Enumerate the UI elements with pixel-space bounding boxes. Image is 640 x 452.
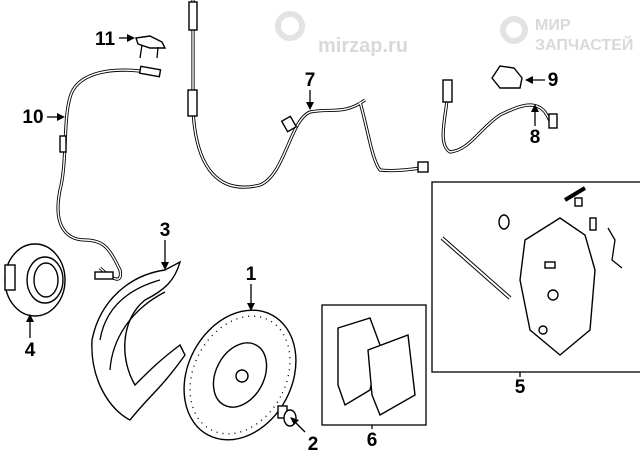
callout-5: 5 (515, 372, 526, 398)
part-4-wheel-hub (4, 243, 66, 317)
callout-8: 8 (530, 104, 541, 148)
part-7-sensor-wire (187, 0, 429, 189)
callout-11: 11 (95, 29, 135, 50)
part-8-sensor-wire (441, 79, 558, 154)
watermark: mirzap.ru МИР ЗАПЧАСТЕЙ (275, 11, 633, 57)
callout-7: 7 (305, 70, 316, 110)
watermark-pin-icon (500, 16, 528, 44)
watermark-brand-line1: МИР (535, 17, 571, 34)
watermark-site: mirzap.ru (318, 35, 408, 57)
callout-1: 1 (246, 264, 257, 311)
part-11-clip (135, 35, 167, 59)
svg-text:3: 3 (160, 220, 171, 241)
callout-2: 2 (290, 417, 318, 452)
callout-4: 4 (25, 314, 36, 361)
part-10-sensor-wire (56, 65, 162, 281)
svg-text:2: 2 (308, 434, 319, 452)
callout-10: 10 (22, 107, 65, 128)
svg-text:1: 1 (246, 264, 257, 285)
svg-text:8: 8 (530, 127, 541, 148)
part-6-brake-pads (321, 304, 427, 426)
svg-text:11: 11 (95, 29, 116, 50)
svg-text:4: 4 (25, 340, 36, 361)
svg-text:6: 6 (367, 430, 378, 451)
part-9-clip (491, 65, 523, 89)
callout-3: 3 (160, 220, 171, 270)
svg-text:9: 9 (548, 70, 559, 91)
part-3-splash-shield (91, 260, 186, 421)
part-1-brake-rotor (183, 309, 297, 441)
watermark-pin-icon (275, 11, 305, 41)
svg-text:7: 7 (305, 70, 316, 91)
part-5-brake-caliper (431, 181, 640, 373)
svg-text:10: 10 (22, 107, 43, 128)
svg-text:5: 5 (515, 377, 526, 398)
watermark-brand-line2: ЗАПЧАСТЕЙ (535, 35, 633, 54)
callout-6: 6 (367, 425, 378, 451)
part-2-bolt (277, 405, 297, 427)
callout-9: 9 (525, 70, 558, 91)
